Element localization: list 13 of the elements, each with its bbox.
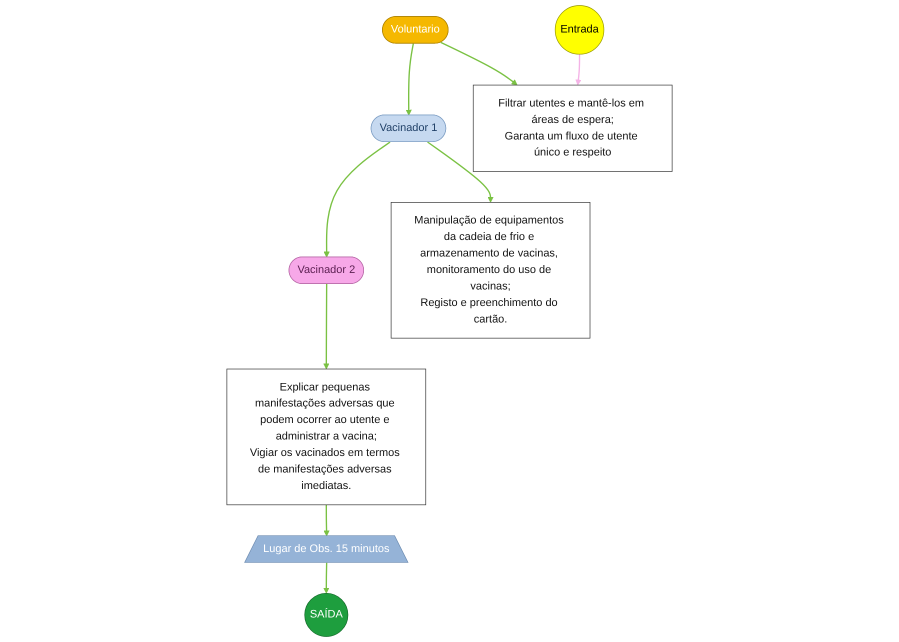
arrow	[324, 141, 390, 258]
node-circle: SAÍDA	[304, 592, 348, 637]
node-box: Manipulação de equipamentos da cadeia de frio e armazenamento de vacinas, monitoramento do uso de vacinas; Registo e preenchimento do cartão.	[390, 202, 590, 338]
arrow	[575, 54, 582, 86]
arrow	[324, 504, 330, 536]
node-circle: Entrada	[554, 5, 604, 55]
arrow	[440, 42, 518, 86]
arrow	[406, 43, 414, 116]
node-box: Explicar pequenas manifestações adversas que podem ocorrer ao utente e administrar a vacina; Vigiar os vacinados em termos de manifestações adversas imediatas.	[226, 368, 426, 506]
arrow	[323, 284, 330, 370]
arrow	[323, 562, 330, 594]
arrow	[427, 141, 494, 203]
node-box: Filtrar utentes e mantê-los em áreas de espera; Garanta um fluxo de utente único e respeito	[472, 84, 672, 172]
